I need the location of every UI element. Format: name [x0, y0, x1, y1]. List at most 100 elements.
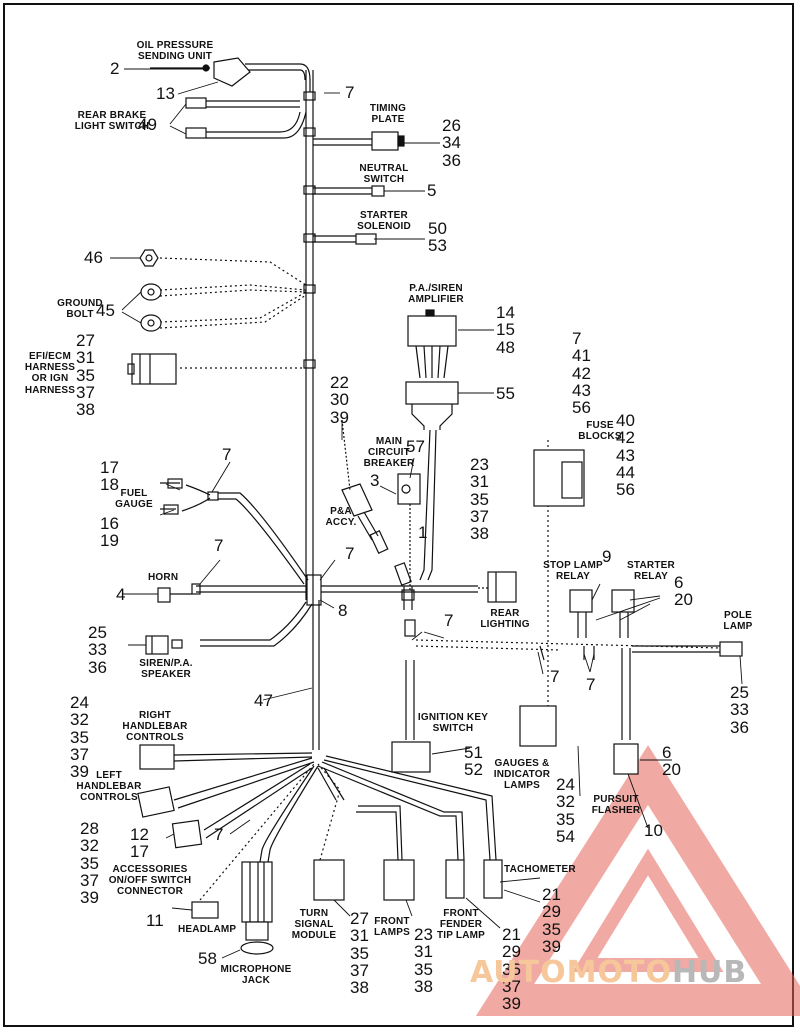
label-pursuit-flasher: PURSUIT FLASHER [591, 794, 641, 817]
label-turn-signal-module: TURN SIGNAL MODULE [291, 908, 337, 942]
label-ground-bolt: GROUND BOLT [57, 298, 103, 321]
callout-10: 10 [644, 821, 663, 840]
callout-timing-plate-parts: 26 34 36 [442, 116, 461, 170]
callout-amplifier-parts: 14 15 48 [496, 303, 515, 357]
label-pole-lamp: POLE LAMP [723, 610, 753, 633]
label-starter-relay: STARTER RELAY [627, 560, 675, 583]
label-horn: HORN [148, 572, 179, 583]
main-trunk [303, 70, 322, 750]
lower-harness [137, 744, 503, 955]
ground-bolts [159, 257, 307, 369]
label-ignition-key-switch: IGNITION KEY SWITCH [417, 712, 489, 735]
label-oil-pressure-sending-unit: OIL PRESSURE SENDING UNIT [136, 40, 214, 63]
callout-12-17: 12 17 [130, 825, 149, 862]
label-tachometer: TACHOMETER [504, 864, 576, 875]
callout-11: 11 [146, 911, 164, 930]
callout-45: 45 [96, 301, 115, 320]
label-efi-ecm-harness: EFI/ECM HARNESS OR IGN HARNESS [24, 351, 76, 396]
callout-49: 49 [138, 115, 157, 134]
callout-fuse-top-parts: 7 41 42 43 56 [572, 329, 591, 418]
label-accessories-switch-connector: ACCESSORIES ON/OFF SWITCH CONNECTOR [108, 864, 192, 898]
watermark-text-a: AUTOMOTO [470, 955, 672, 990]
label-right-handlebar-controls: RIGHT HANDLEBAR CONTROLS [122, 710, 188, 744]
label-microphone-jack: MICROPHONE JACK [220, 964, 292, 987]
label-fuel-gauge: FUEL GAUGE [115, 488, 153, 511]
label-left-handlebar-controls: LEFT HANDLEBAR CONTROLS [76, 770, 142, 804]
horizontal-bus [157, 571, 517, 610]
callout-front-fender-parts: 21 29 35 37 39 [502, 925, 521, 1014]
callout-flasher-parts: 6 20 [662, 743, 681, 780]
label-rear-lighting: REAR LIGHTING [480, 608, 530, 631]
callout-efi-parts: 27 31 35 37 38 [76, 331, 95, 420]
watermark-triangle [475, 745, 800, 1016]
callout-7-horn: 7 [214, 536, 224, 555]
callout-7-top: 7 [345, 83, 355, 102]
starter-solenoid-wire [313, 233, 377, 245]
callout-right-handlebar-parts: 24 32 35 37 39 [70, 693, 89, 782]
siren-speaker-wire [145, 601, 313, 655]
watermark-text-b: HUB [671, 955, 748, 990]
callout-16-19: 16 19 [100, 514, 119, 551]
label-pa-accy: P&A ACCY. [325, 506, 357, 529]
callout-3: 3 [370, 471, 380, 490]
center-right-harness [391, 440, 743, 775]
callout-9: 9 [602, 547, 612, 566]
callout-left-handlebar-parts: 28 32 35 37 39 [80, 819, 99, 908]
diagram-border [3, 3, 794, 1027]
callout-pa-accy-parts: 22 30 39 [330, 373, 349, 427]
label-stop-lamp-relay: STOP LAMP RELAY [543, 560, 603, 583]
label-front-fender-tip-lamp: FRONT FENDER TIP LAMP [436, 908, 486, 942]
callout-58: 58 [198, 949, 217, 968]
fuel-gauge-wire [160, 478, 309, 585]
neutral-switch-wire [313, 185, 385, 197]
label-neutral-switch: NEUTRAL SWITCH [359, 163, 409, 186]
callout-4: 4 [116, 585, 126, 604]
callout-ignition-key-parts: 51 52 [464, 743, 483, 780]
callout-46: 46 [84, 248, 103, 267]
rear-brake-wires [185, 97, 307, 139]
label-headlamp: HEADLAMP [178, 924, 237, 935]
callout-pole-lamp-parts: 25 33 36 [730, 683, 749, 737]
callout-55: 55 [496, 384, 515, 403]
label-siren-pa-speaker: SIREN/P.A. SPEAKER [139, 658, 193, 681]
ground-bolt-heads [139, 249, 162, 332]
callout-7-fuel: 7 [222, 445, 232, 464]
callout-turn-signal-parts: 27 31 35 37 38 [350, 909, 369, 998]
callout-57: 57 [406, 437, 425, 456]
callout-7-relay: 7 [586, 675, 596, 694]
callout-5: 5 [427, 181, 437, 200]
callout-7-switch: 7 [444, 611, 454, 630]
leader-lines [110, 68, 743, 959]
label-rear-brake-light-switch: REAR BRAKE LIGHT SWITCH [74, 110, 150, 133]
callout-1: 1 [418, 523, 428, 542]
callout-tachometer-parts: 21 29 35 39 [542, 885, 561, 956]
callout-rear-lighting-parts: 23 31 35 37 38 [470, 455, 489, 544]
label-front-lamps: FRONT LAMPS [374, 916, 410, 939]
callout-47: 47 [254, 691, 273, 710]
label-pa-siren-amplifier: P.A./SIREN AMPLIFIER [408, 283, 464, 306]
callout-13: 13 [156, 84, 175, 103]
callout-7-accessory: 7 [214, 825, 224, 844]
callout-starter-solenoid-parts: 50 53 [428, 219, 447, 256]
label-main-circuit-breaker: MAIN CIRCUIT BREAKER [363, 436, 415, 470]
oil-pressure-wire [150, 57, 311, 92]
efi-connector [127, 353, 177, 385]
timing-plate-wire [313, 131, 405, 151]
callout-front-lamps-parts: 23 31 35 38 [414, 925, 433, 996]
label-fuse-blocks: FUSE BLOCKS [578, 420, 622, 443]
callout-2: 2 [110, 59, 120, 78]
label-timing-plate: TIMING PLATE [369, 103, 407, 126]
watermark-logo: AUTOMOTOHUB [470, 955, 747, 990]
label-gauges-indicator-lamps: GAUGES & INDICATOR LAMPS [493, 758, 551, 792]
callout-17-18: 17 18 [100, 458, 119, 495]
pa-accy-wire [341, 419, 421, 590]
callout-speaker-parts: 25 33 36 [88, 623, 107, 677]
callout-gauges-parts: 24 32 35 54 [556, 775, 575, 846]
callout-8: 8 [338, 601, 348, 620]
label-starter-solenoid: STARTER SOLENOID [357, 210, 411, 233]
callout-relay-parts: 6 20 [674, 573, 693, 610]
callout-fuse-right-parts: 40 42 43 44 56 [616, 411, 635, 500]
callout-7-gauges: 7 [550, 667, 560, 686]
